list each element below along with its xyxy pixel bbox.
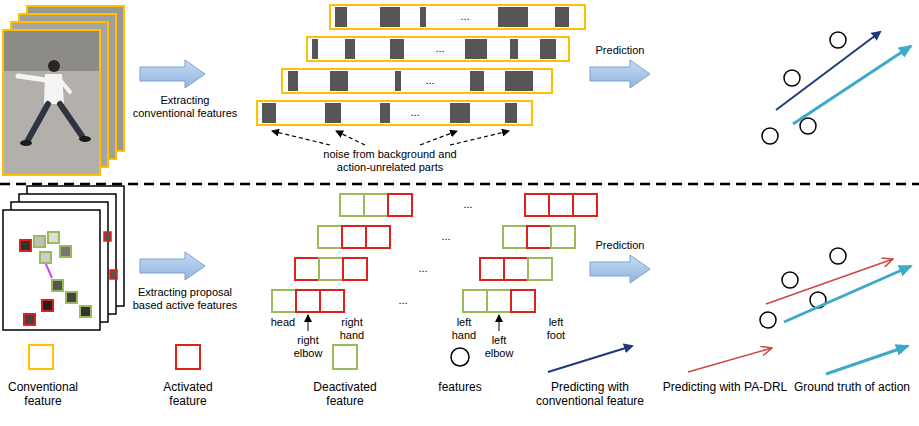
legend-label: Activated feature	[148, 380, 228, 408]
active-features	[272, 194, 597, 312]
legend-arrow	[826, 346, 908, 374]
legend-label: Predicting with PA-DRL	[663, 380, 788, 394]
ellipsis: ...	[462, 198, 473, 211]
part-label: right hand	[334, 316, 370, 342]
ellipsis: ...	[424, 74, 435, 87]
legend-swatch	[332, 344, 358, 370]
legend-label: Conventional feature	[3, 380, 83, 408]
step-label: Prediction	[595, 239, 646, 252]
legend-arrow	[548, 346, 632, 372]
separator	[0, 183, 919, 186]
part-label: left elbow	[479, 334, 519, 360]
ellipsis: ...	[440, 230, 451, 243]
block-arrow	[590, 255, 650, 283]
ellipsis: ...	[459, 10, 470, 23]
legend-label: Predicting with conventional feature	[520, 380, 660, 408]
ellipsis: ...	[434, 42, 445, 55]
video-frames	[3, 186, 124, 330]
part-label: left foot	[540, 316, 572, 342]
block-arrow	[140, 252, 205, 280]
legend-label: Ground truth of action	[794, 380, 910, 394]
legend-circle	[451, 348, 469, 366]
legend-swatch	[175, 344, 201, 370]
leader-arrow	[308, 315, 309, 331]
ellipsis: ...	[417, 262, 428, 275]
part-label: right elbow	[288, 334, 328, 360]
part-label: left hand	[448, 316, 480, 342]
block-arrow	[590, 60, 650, 88]
legend-swatch	[28, 344, 54, 370]
step-label: Prediction	[595, 44, 646, 57]
legend-label: features	[438, 380, 481, 394]
note-label: noise from background and action-unrelat…	[319, 148, 461, 174]
leader-arrow	[499, 315, 500, 331]
prediction-plot	[762, 32, 911, 144]
ellipsis: ...	[409, 106, 420, 119]
feature-bars	[257, 5, 585, 125]
legend-label: Deactivated feature	[305, 380, 385, 408]
step-label: Extracting proposal based active feature…	[128, 286, 242, 312]
prediction-plot	[760, 248, 911, 328]
video-frames	[3, 6, 124, 175]
block-arrow	[140, 60, 205, 88]
ellipsis: ...	[397, 294, 408, 307]
legend-arrow	[688, 348, 772, 372]
leader-arrows	[272, 131, 509, 145]
step-label: Extracting conventional features	[128, 94, 242, 120]
part-label: head	[270, 316, 296, 329]
